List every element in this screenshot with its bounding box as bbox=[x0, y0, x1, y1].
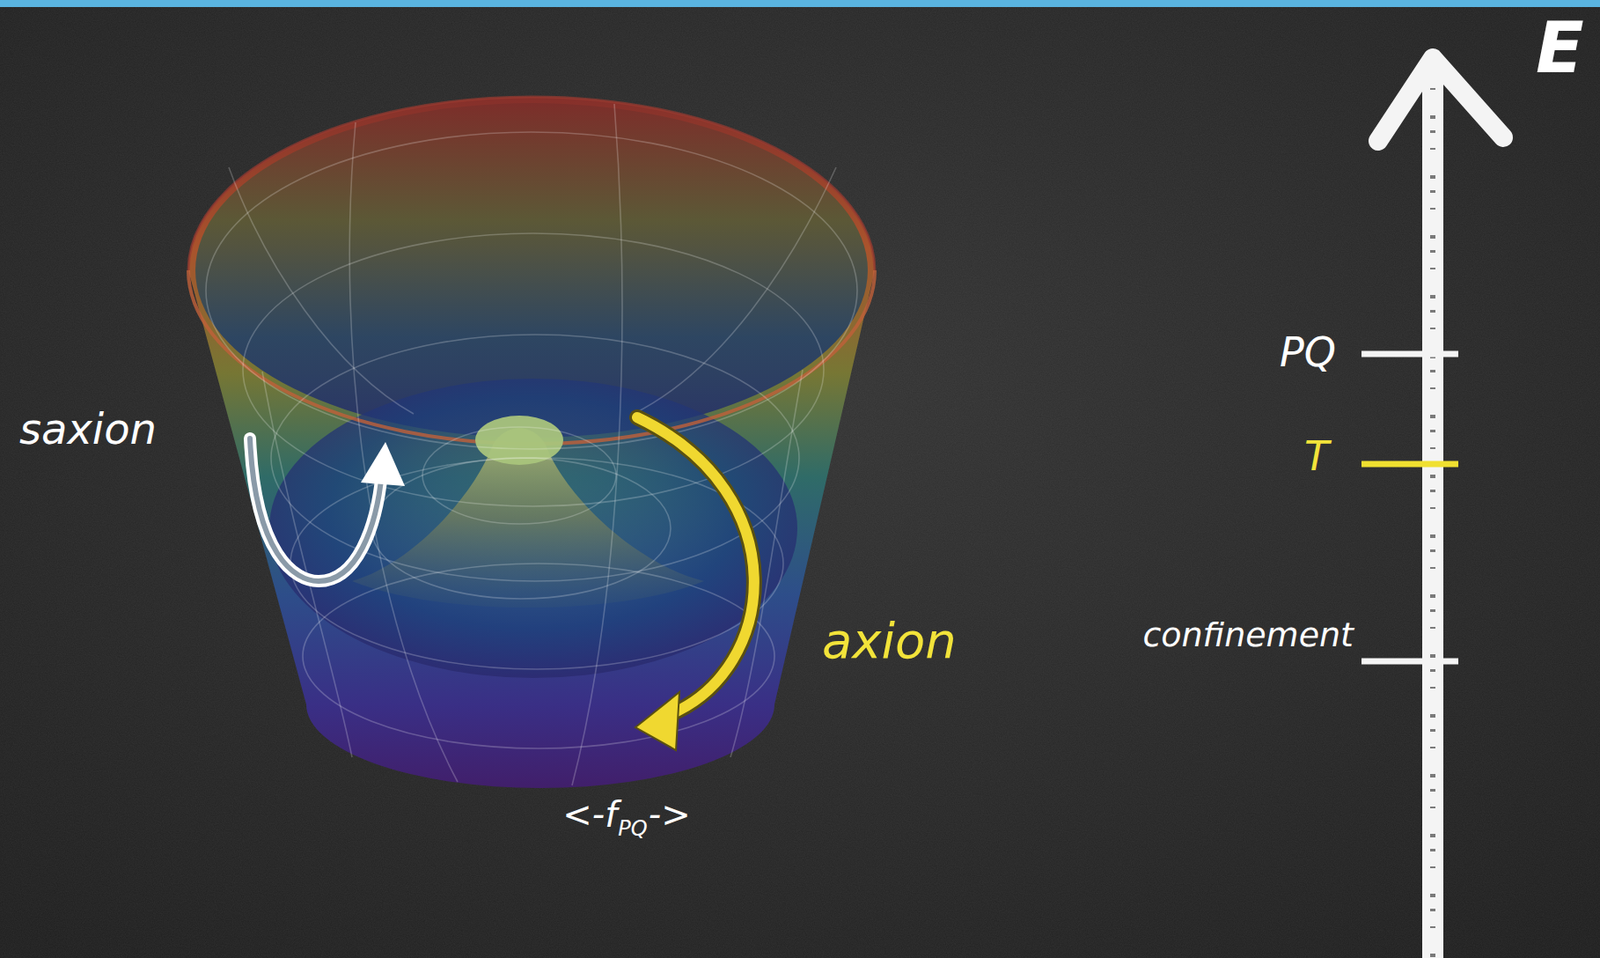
tick-label: PQ bbox=[1279, 330, 1336, 375]
axion-label: axion bbox=[822, 613, 957, 668]
decay-constant-label: <-f bbox=[562, 793, 617, 835]
decay-constant-subscript: PQ bbox=[617, 815, 647, 841]
saxion-label: saxion bbox=[19, 405, 157, 453]
tick-label: confinement bbox=[1142, 616, 1354, 654]
decay-constant-group: <-fPQ-> bbox=[562, 793, 690, 835]
energy-axis-label: E bbox=[1535, 9, 1585, 88]
decay-constant-label: -> bbox=[648, 793, 691, 835]
tick-label: T bbox=[1304, 433, 1329, 479]
